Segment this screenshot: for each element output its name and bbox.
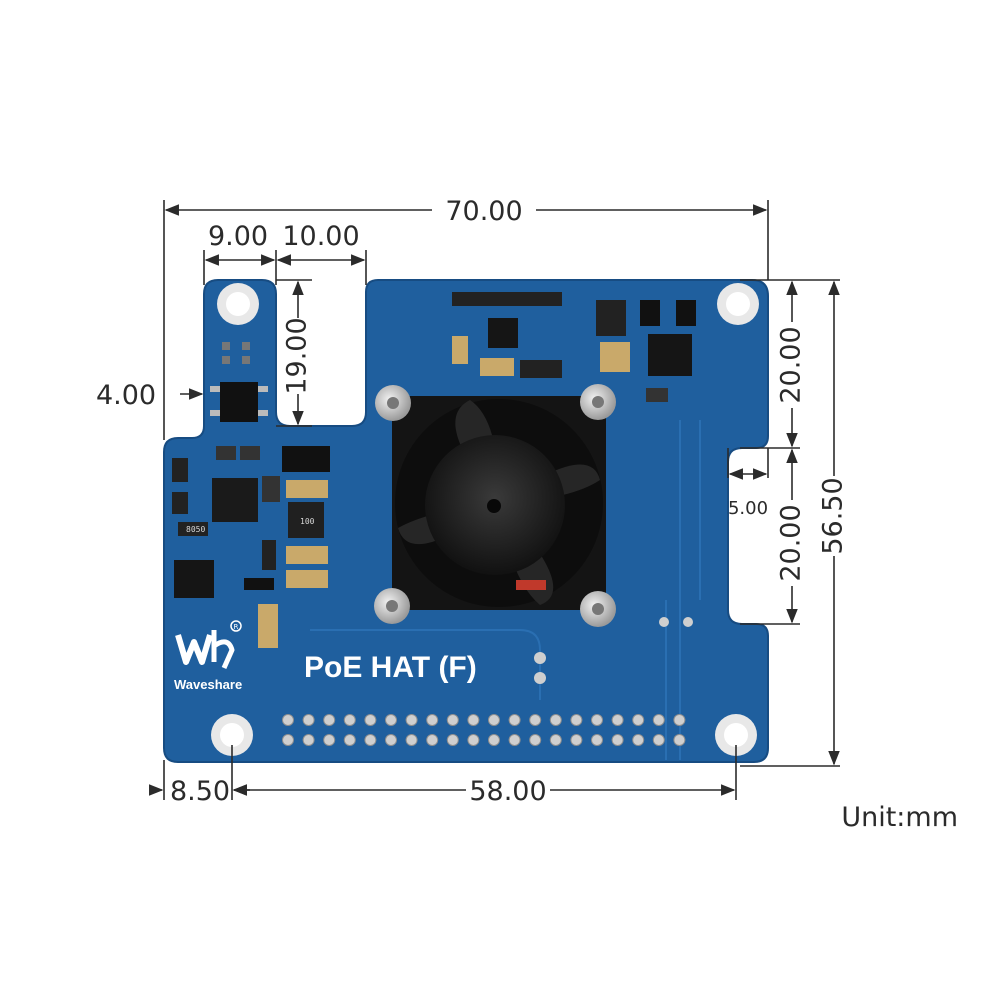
gpio-pin — [323, 734, 336, 746]
gpio-header — [282, 714, 686, 746]
dim-top-left-offset: 9.00 — [208, 221, 268, 252]
gpio-pin — [632, 714, 645, 726]
gpio-pin — [446, 734, 459, 746]
dim-overall-height: 56.50 — [818, 477, 849, 554]
dim-hole-left-offset: 8.50 — [170, 776, 230, 807]
standoff-top-left — [375, 385, 411, 421]
gpio-pin — [282, 714, 294, 726]
components-left: 8050 — [172, 342, 280, 648]
gpio-pin — [405, 734, 418, 746]
dim-right-lower: 20.00 — [776, 504, 807, 581]
standoff-bottom-right — [580, 591, 616, 627]
gpio-pin — [508, 714, 521, 726]
gpio-pin — [632, 734, 645, 746]
gpio-pin — [302, 714, 315, 726]
unit-label: Unit:mm — [841, 802, 958, 833]
gpio-pin — [549, 714, 562, 726]
standoff-top-right — [580, 384, 616, 420]
waveshare-logo-icon — [175, 630, 235, 670]
gpio-pin — [426, 714, 439, 726]
dim-right-upper: 20.00 — [776, 326, 807, 403]
dim-overall-width: 70.00 — [445, 196, 522, 227]
components-top — [452, 292, 696, 402]
gpio-pin — [611, 734, 624, 746]
gpio-pin — [591, 734, 603, 746]
gpio-pin — [673, 734, 686, 746]
gpio-pin — [343, 734, 356, 746]
gpio-pin — [282, 734, 294, 746]
gpio-pin — [673, 714, 686, 726]
gpio-pin — [323, 714, 336, 726]
mounting-hole-top-left — [217, 283, 259, 325]
product-name: PoE HAT (F) — [304, 651, 477, 684]
gpio-pin — [508, 734, 521, 746]
gpio-pin — [364, 734, 377, 746]
dimension-lines — [149, 200, 840, 800]
dim-notch-width: 10.00 — [282, 221, 359, 252]
gpio-pin — [364, 714, 377, 726]
dim-notch-depth: 19.00 — [282, 317, 313, 394]
dim-hole-spacing: 58.00 — [469, 776, 546, 807]
gpio-pin — [611, 714, 624, 726]
gpio-pin — [302, 734, 315, 746]
gpio-pin — [467, 714, 480, 726]
chip-marking: 100 — [300, 517, 315, 526]
gpio-pin — [529, 734, 542, 746]
gpio-pin — [385, 714, 397, 726]
mounting-hole-top-right — [717, 283, 759, 325]
brand-name: Waveshare — [174, 677, 242, 692]
gpio-pin — [570, 734, 583, 746]
dim-left-offset: 4.00 — [96, 380, 156, 411]
gpio-pin — [549, 734, 562, 746]
dim-right-notch: 5.00 — [728, 498, 768, 519]
cooling-fan-icon — [392, 396, 606, 610]
gpio-pin — [652, 714, 665, 726]
gpio-pin — [570, 714, 583, 726]
gpio-pin — [467, 734, 480, 746]
gpio-pin — [652, 734, 665, 746]
gpio-pin — [405, 714, 418, 726]
gpio-pin — [488, 714, 500, 726]
pcb-trace — [665, 420, 701, 760]
pcb-board: 8050 100 — [163, 279, 769, 763]
gpio-pin — [426, 734, 439, 746]
mounting-hole-bottom-left — [211, 714, 253, 756]
registered-mark-icon: R — [230, 620, 242, 632]
mounting-hole-bottom-right — [715, 714, 757, 756]
svg-text:R: R — [234, 623, 239, 631]
components-center: 100 — [282, 446, 330, 588]
gpio-pin — [446, 714, 459, 726]
gpio-pin — [488, 734, 500, 746]
gpio-pin — [385, 734, 397, 746]
test-pads — [534, 617, 693, 684]
gpio-pin — [591, 714, 603, 726]
pcb-trace — [310, 629, 541, 700]
gpio-pin — [343, 714, 356, 726]
gpio-pin — [529, 714, 542, 726]
chip-marking: 8050 — [186, 525, 205, 534]
standoff-bottom-left — [374, 588, 410, 624]
